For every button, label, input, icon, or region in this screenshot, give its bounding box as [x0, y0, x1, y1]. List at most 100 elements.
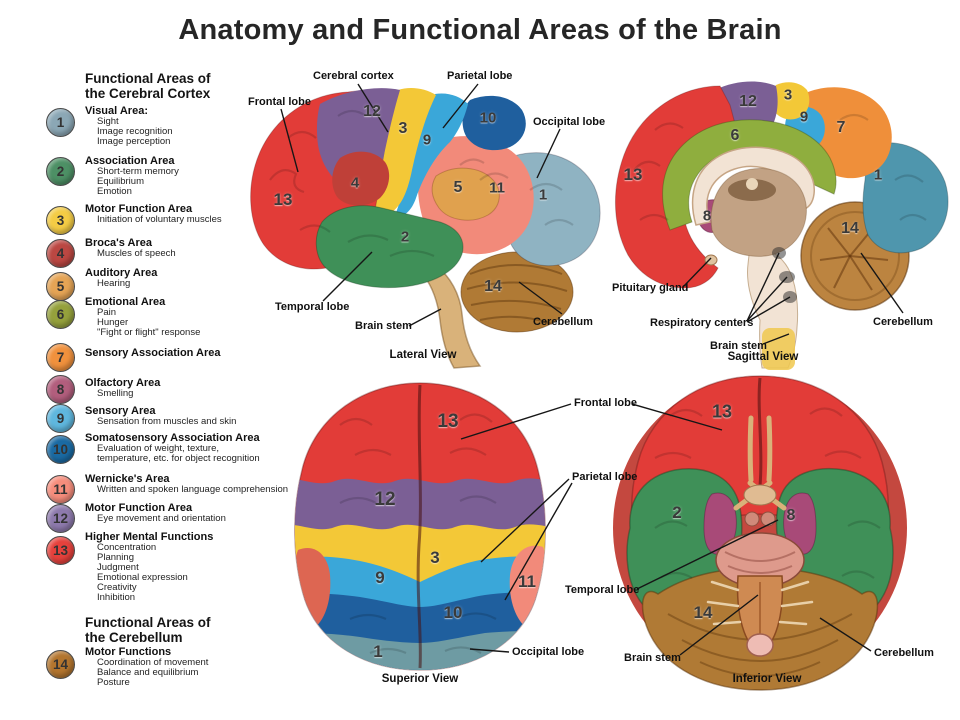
label-temporal-lobe-lateral: Temporal lobe	[275, 301, 350, 313]
label-cerebellum-lateral: Cerebellum	[533, 316, 593, 328]
legend-entry-motor-functions-cerebellum: Motor Functions Coordination of movement…	[85, 646, 208, 688]
region-number-sagittal-3: 3	[783, 86, 793, 104]
legend-badge-12: 12	[46, 504, 75, 533]
legend-entry-title: Sensory Area	[85, 405, 156, 417]
sagittal-pituitary-gland	[704, 254, 718, 266]
legend-entry-emotional-area: Emotional Area Pain Hunger "Fight or fli…	[85, 296, 200, 338]
legend-badge-3: 3	[46, 206, 75, 235]
legend-entry-auditory-area: Auditory Area Hearing	[85, 267, 157, 289]
legend-entry-title: Motor Function Area	[85, 502, 193, 514]
region-number-sagittal-6: 6	[730, 127, 740, 144]
region-number-lateral-5: 5	[453, 179, 463, 196]
lateral-brain-stem	[422, 265, 482, 369]
region-number-superior-12: 12	[374, 489, 396, 510]
region-number-sagittal-13: 13	[623, 165, 643, 184]
label-parietal-lobe-lateral: Parietal lobe	[447, 70, 513, 82]
legend-entry-sensory-area: Sensory Area Sensation from muscles and …	[85, 405, 236, 427]
region-number-superior-11: 11	[518, 572, 536, 591]
region-number-sagittal-12: 12	[739, 93, 757, 110]
region-number-inferior-13: 13	[711, 401, 733, 422]
region-number-lateral-12: 12	[363, 103, 381, 120]
inferior-midline-fissure	[757, 377, 763, 487]
legend-entry-detail: Coordination of movement	[97, 657, 209, 668]
legend-heading-cortex-line1: Functional Areas of	[85, 71, 211, 86]
legend-entry-title: Emotional Area	[85, 296, 166, 308]
region-number-superior-13: 13	[437, 411, 459, 432]
label-cerebellum-sagittal: Cerebellum	[873, 316, 933, 328]
legend-heading-cortex: Functional Areas of the Cerebral Cortex	[85, 71, 211, 101]
region-number-superior-3: 3	[430, 548, 440, 567]
legend-heading-cerebellum-line2: the Cerebellum	[85, 630, 183, 645]
legend-entry-detail: Posture	[97, 677, 130, 688]
legend-entry-detail: "Fight or flight" response	[97, 327, 201, 338]
legend-heading-cortex-line2: the Cerebral Cortex	[85, 86, 211, 101]
region-number-lateral-2: 2	[400, 228, 410, 246]
region-number-sagittal-8: 8	[702, 207, 712, 225]
legend-entry-higher-mental: Higher Mental Functions Concentration Pl…	[85, 531, 213, 603]
legend-entry-detail: Balance and equilibrium	[97, 667, 199, 678]
region-number-sagittal-9: 9	[799, 108, 809, 126]
sagittal-intermediate-mass	[746, 178, 758, 190]
legend-entry-detail: Eye movement and orientation	[97, 513, 226, 524]
sagittal-gyri-texture	[633, 113, 927, 221]
legend-entry-somatosensory: Somatosensory Association Area Evaluatio…	[85, 432, 260, 464]
label-brain-stem-lateral: Brain stem	[355, 320, 412, 332]
legend-entry-association-area: Association Area Short-term memory Equil…	[85, 155, 179, 197]
legend-entry-olfactory-area: Olfactory Area Smelling	[85, 377, 160, 399]
legend-badge-1: 1	[46, 108, 75, 137]
region-number-inferior-2: 2	[672, 503, 682, 522]
legend-badge-5: 5	[46, 272, 75, 301]
legend-badge-4: 4	[46, 239, 75, 268]
legend-entry-detail: Image recognition	[97, 126, 173, 137]
legend-heading-cerebellum: Functional Areas of the Cerebellum	[85, 615, 211, 645]
region-number-lateral-11: 11	[489, 179, 505, 197]
legend-entry-sensory-association: Sensory Association Area	[85, 347, 221, 359]
region-number-superior-1: 1	[373, 642, 383, 661]
region-number-lateral-10: 10	[479, 109, 497, 127]
lateral-auditory-region	[431, 167, 500, 221]
region-number-inferior-14: 14	[693, 603, 713, 622]
legend-entry-title: Visual Area:	[85, 105, 148, 117]
legend-entry-detail: Inhibition	[97, 592, 136, 603]
legend-entry-detail: Hunger	[97, 317, 129, 328]
legend-entry-detail: Emotional expression	[97, 572, 188, 583]
legend-entry-motor-function-eye: Motor Function Area Eye movement and ori…	[85, 502, 226, 524]
inferior-optic-chiasm	[743, 484, 777, 506]
label-cerebral-cortex: Cerebral cortex	[313, 70, 394, 82]
sagittal-occipital-region	[862, 142, 949, 254]
legend-badge-14: 14	[46, 650, 75, 679]
legend-entry-detail: Written and spoken language comprehensio…	[97, 484, 289, 495]
legend-badge-9: 9	[46, 404, 75, 433]
superior-midline-fissure	[416, 384, 422, 669]
label-frontal-lobe-lateral: Frontal lobe	[248, 96, 311, 108]
legend-entry-motor-function: Motor Function Area Initiation of volunt…	[85, 203, 222, 225]
legend-entry-title: Sensory Association Area	[85, 347, 221, 359]
page-title: Anatomy and Functional Areas of the Brai…	[178, 14, 782, 46]
legend-entry-title: Auditory Area	[85, 267, 158, 279]
legend-entry-detail: Sensation from muscles and skin	[97, 416, 237, 427]
legend-entry-detail: Sight	[97, 116, 119, 127]
legend-entry-detail: Equilibrium	[97, 176, 144, 187]
legend-entry-detail: Creativity	[97, 582, 137, 593]
region-number-superior-9: 9	[375, 568, 385, 587]
lateral-gyri-texture	[269, 109, 574, 258]
legend-entry-detail: Emotion	[97, 186, 132, 197]
region-number-superior-10: 10	[443, 603, 463, 622]
legend-entry-detail: Planning	[97, 552, 134, 563]
legend-heading-cerebellum-line1: Functional Areas of	[85, 615, 211, 630]
legend-entry-title: Higher Mental Functions	[85, 531, 214, 543]
legend-entry-detail: temperature, etc. for object recognition	[97, 453, 260, 464]
label-parietal-lobe-superior: Parietal lobe	[572, 471, 638, 483]
legend-badge-8: 8	[46, 375, 75, 404]
legend-entry-detail: Pain	[97, 307, 117, 318]
legend-entry-detail: Initiation of voluntary muscles	[97, 214, 222, 225]
caption-inferior-view: Inferior View	[732, 673, 802, 685]
legend-entry-detail: Concentration	[97, 542, 157, 553]
legend-entry-title: Wernicke's Area	[85, 473, 170, 485]
label-pituitary-gland: Pituitary gland	[612, 282, 689, 294]
legend-entry-detail: Hearing	[97, 278, 131, 289]
inferior-spinal-cord-tip	[746, 633, 774, 657]
sagittal-motor-region	[771, 82, 810, 120]
legend-entry-visual-area: Visual Area: Sight Image recognition Ima…	[85, 105, 173, 147]
legend-badge-13: 13	[46, 536, 75, 565]
